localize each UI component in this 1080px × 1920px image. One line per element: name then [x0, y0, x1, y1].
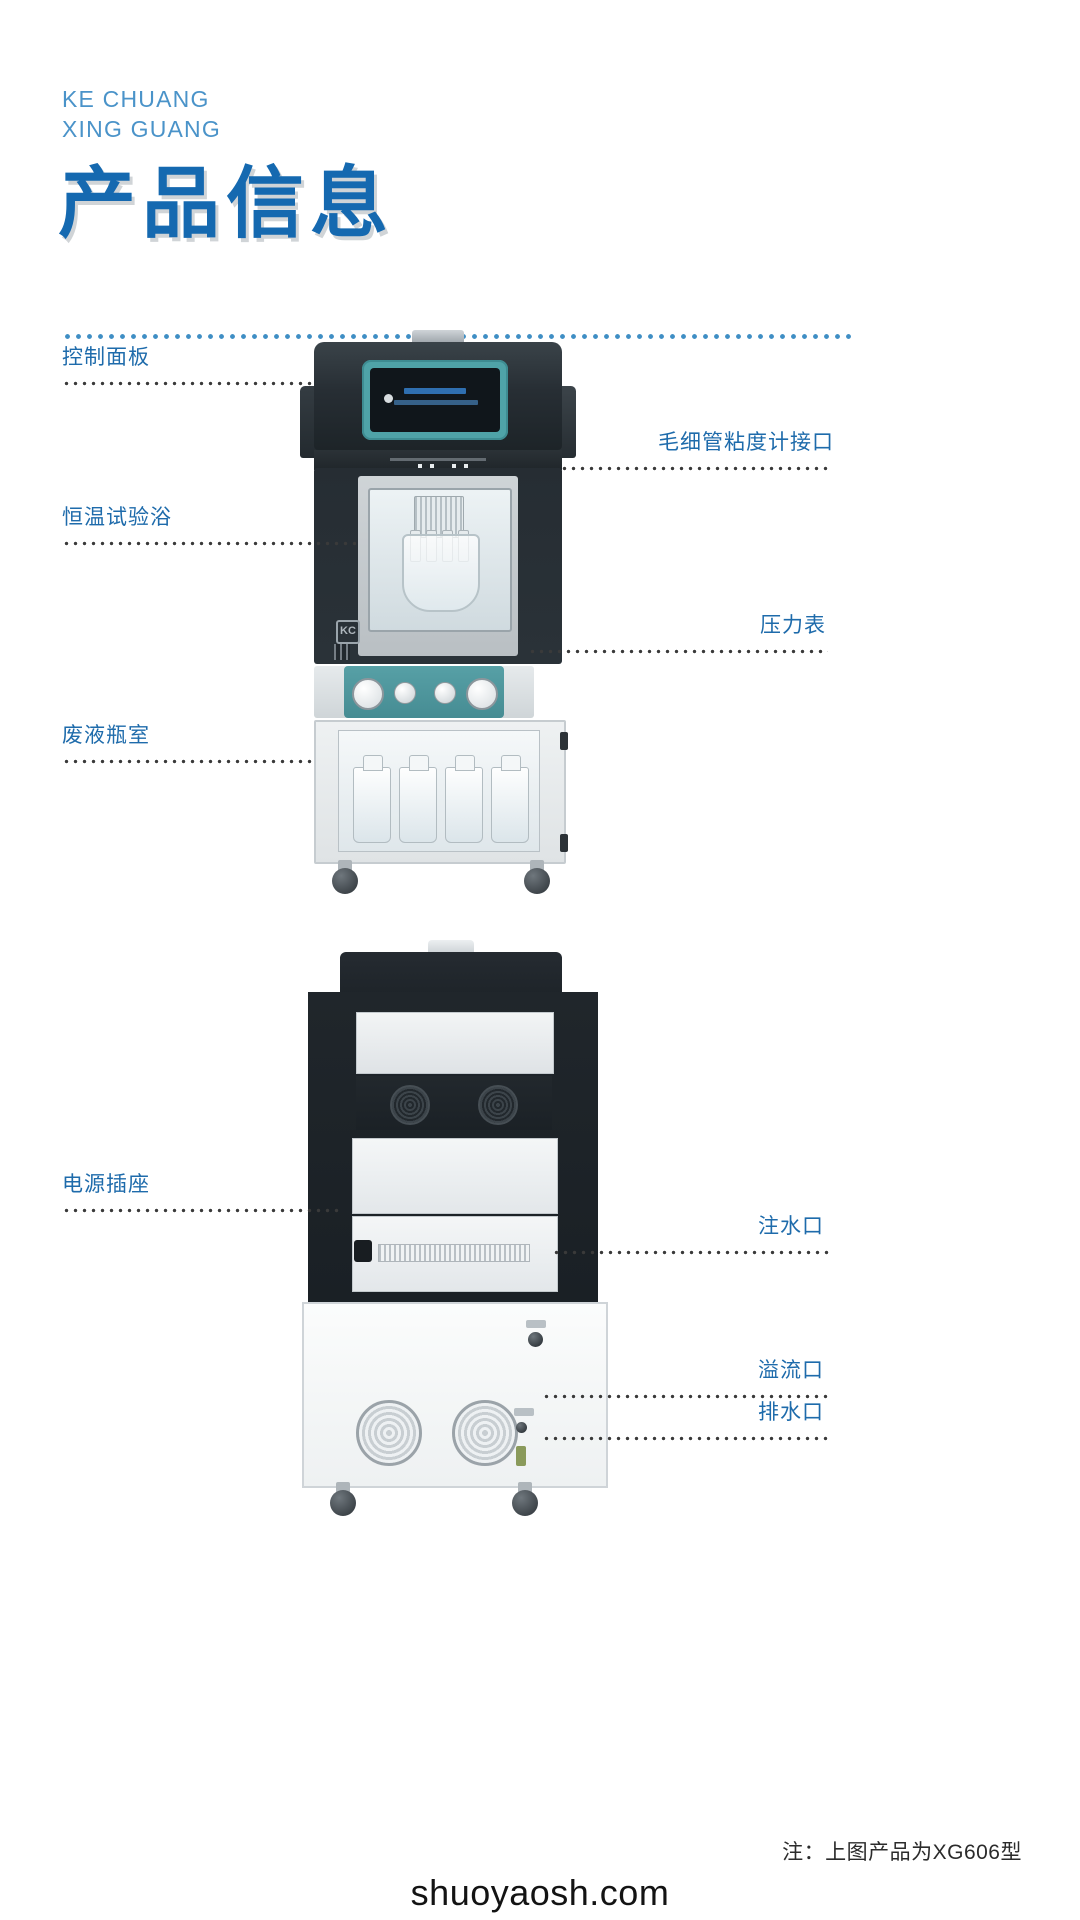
- brand-logo-badge: KC: [336, 620, 360, 644]
- callout-leader-overflow-port: [542, 1394, 830, 1399]
- callout-label-waste-bottle-chamber: 废液瓶室: [62, 724, 150, 747]
- waste-bottle: [445, 755, 483, 843]
- bath-sample-rack: [414, 496, 464, 538]
- callout-label-overflow-port: 溢流口: [758, 1359, 824, 1382]
- pressure-gauge: [466, 678, 498, 710]
- constant-temperature-bath-window: [368, 488, 512, 632]
- screen-text-line-1: [404, 388, 466, 394]
- overflow-port: [516, 1422, 527, 1433]
- front-top-cap: [412, 330, 464, 344]
- front-display-screen: [370, 368, 500, 432]
- cabinet-hinge: [560, 834, 568, 852]
- footer-note: 注：上图产品为XG606型: [782, 1841, 1022, 1864]
- callout-label-constant-temp-bath: 恒温试验浴: [62, 506, 172, 529]
- rear-top-plate: [356, 1012, 554, 1074]
- waste-bottle: [399, 755, 437, 843]
- screen-indicator-dot: [384, 394, 393, 403]
- exhaust-fan: [356, 1400, 422, 1466]
- callout-label-capillary-viscometer-port: 毛细管粘度计接口: [658, 431, 834, 454]
- callout-leader-pressure-gauge: [528, 649, 828, 654]
- cabinet-glass-door: [338, 730, 540, 852]
- cabinet-hinge: [560, 732, 568, 750]
- water-inlet-plate: [526, 1320, 546, 1328]
- footer-website: shuoyaosh.com: [410, 1872, 670, 1913]
- rear-lower-cabinet: [302, 1302, 608, 1488]
- caster-wheel: [332, 868, 358, 894]
- callout-leader-waste-bottle-chamber: [62, 759, 316, 764]
- power-socket: [354, 1240, 372, 1262]
- rear-vent-grille: [378, 1244, 530, 1262]
- rear-fan-row: [356, 1076, 552, 1130]
- cooling-fan: [478, 1085, 518, 1125]
- screen-text-line-2: [394, 400, 478, 405]
- caster-wheel: [512, 1490, 538, 1516]
- front-neck-band: [314, 450, 562, 470]
- waste-bottle: [353, 755, 391, 843]
- cooling-fan: [390, 1085, 430, 1125]
- callout-leader-water-inlet: [552, 1250, 830, 1255]
- pressure-gauge-panel: [344, 666, 504, 718]
- brand-line-2: XING GUANG: [62, 116, 221, 142]
- pressure-gauge: [352, 678, 384, 710]
- drain-valve: [516, 1446, 526, 1466]
- product-rear-view-illustration: [288, 940, 638, 1520]
- control-knob: [394, 682, 416, 704]
- callout-label-pressure-gauge: 压力表: [760, 614, 826, 637]
- waste-bottle-cabinet: [314, 720, 568, 864]
- brand-line-1: KE CHUANG: [62, 86, 210, 112]
- callout-label-power-socket: 电源插座: [62, 1173, 150, 1196]
- caster-wheel: [330, 1490, 356, 1516]
- overflow-port-plate: [514, 1408, 534, 1416]
- water-inlet-port: [528, 1332, 543, 1347]
- page-title: 产品信息: [58, 159, 395, 247]
- caster-wheel: [524, 868, 550, 894]
- rear-middle-panel: [352, 1138, 558, 1214]
- rear-upper-shell: [308, 992, 598, 1302]
- brand-name: KE CHUANG XING GUANG: [62, 84, 221, 144]
- front-control-panel-bezel: [362, 360, 508, 440]
- callout-label-water-inlet: 注水口: [758, 1215, 824, 1238]
- bath-glass-beaker: [402, 534, 480, 612]
- callout-label-drain-port: 排水口: [758, 1401, 824, 1424]
- control-knob: [434, 682, 456, 704]
- callout-leader-control-panel: [62, 381, 316, 386]
- waste-bottle: [491, 755, 529, 843]
- qr-code-sticker: [334, 644, 350, 660]
- callout-leader-power-socket: [62, 1208, 342, 1213]
- front-bath-panel: [358, 476, 518, 656]
- callout-label-control-panel: 控制面板: [62, 346, 150, 369]
- callout-leader-drain-port: [542, 1436, 830, 1441]
- callout-leader-capillary-viscometer-port: [560, 466, 830, 471]
- front-main-body: KC: [314, 468, 562, 664]
- front-head-housing: [314, 342, 562, 450]
- callout-leader-constant-temp-bath: [62, 541, 356, 546]
- exhaust-fan: [452, 1400, 518, 1466]
- product-front-view-illustration: KC: [300, 330, 620, 900]
